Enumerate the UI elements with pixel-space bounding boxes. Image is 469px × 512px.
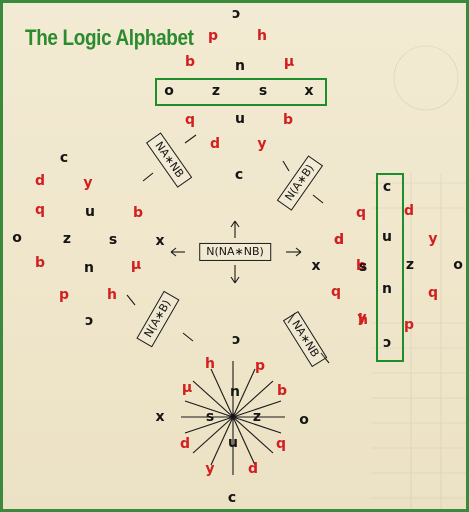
glyph-c: c (234, 167, 244, 183)
glyph-s: s (108, 232, 118, 248)
glyph-p: p (207, 28, 219, 44)
glyph-d: d (209, 136, 221, 152)
glyph-h: h (257, 28, 267, 44)
glyph-c: c (382, 179, 392, 195)
glyph-x: x (304, 83, 314, 99)
glyph-h: h (107, 287, 117, 303)
glyph-o: o (12, 230, 22, 246)
glyph-s: s (258, 83, 268, 99)
glyph-z: z (405, 257, 415, 273)
glyph-z: z (252, 409, 262, 425)
glyph-c: c (382, 335, 392, 351)
glyph-u: u (85, 204, 95, 220)
glyph-y: y (257, 136, 267, 152)
glyph-o: o (453, 257, 463, 273)
glyph-q: q (275, 436, 287, 452)
glyph-u: u (382, 229, 392, 245)
formula-box-center: N(NA∗NB) (199, 242, 271, 262)
glyph-q: q (330, 284, 342, 300)
glyph-c: c (227, 490, 237, 506)
glyph-mu: μ (283, 54, 295, 70)
glyph-q: q (427, 285, 439, 301)
glyph-h: h (358, 312, 368, 328)
glyph-b: b (132, 205, 144, 221)
glyph-s: s (205, 409, 215, 425)
glyph-q: q (184, 112, 196, 128)
glyph-c: c (84, 313, 94, 329)
glyph-h: h (205, 356, 215, 372)
glyph-d: d (247, 461, 259, 477)
glyph-n: n (382, 281, 392, 297)
glyph-s: s (358, 259, 368, 275)
glyph-p: p (58, 287, 70, 303)
page-title: The Logic Alphabet (25, 25, 194, 50)
glyph-x: x (155, 409, 165, 425)
glyph-d: d (403, 203, 415, 219)
glyph-z: z (211, 83, 221, 99)
glyph-q: q (355, 205, 367, 221)
glyph-b: b (355, 258, 367, 274)
glyph-y: y (428, 231, 438, 247)
glyph-d: d (333, 232, 345, 248)
glyph-c: c (231, 332, 241, 348)
glyph-y: y (205, 461, 215, 477)
glyph-q: q (34, 202, 46, 218)
horizontal-row-box (155, 78, 327, 106)
glyph-dot: • (229, 411, 237, 422)
glyph-b: b (276, 383, 288, 399)
glyph-b: b (184, 54, 196, 70)
glyph-x: x (311, 258, 321, 274)
glyph-p: p (254, 358, 266, 374)
glyph-n: n (235, 58, 245, 74)
glyph-d: d (333, 232, 345, 248)
glyph-u: u (235, 111, 245, 127)
vertical-column-box (376, 173, 404, 362)
glyph-y: y (357, 310, 367, 326)
glyph-d: d (34, 173, 46, 189)
glyph-c: c (231, 6, 241, 22)
glyph-mu: μ (130, 257, 142, 273)
glyph-mu: μ (181, 380, 193, 396)
glyph-n: n (84, 260, 94, 276)
glyph-b: b (282, 112, 294, 128)
glyph-x: x (155, 233, 165, 249)
glyph-p: p (403, 317, 415, 333)
glyph-y: y (83, 175, 93, 191)
background-notebook-lines (371, 45, 466, 509)
glyph-c: c (59, 150, 69, 166)
glyph-o: o (299, 412, 309, 428)
glyph-d: d (179, 436, 191, 452)
glyph-u: u (228, 435, 238, 451)
glyph-b: b (34, 255, 46, 271)
arrow-lines (126, 134, 330, 475)
glyph-z: z (62, 231, 72, 247)
glyph-n: n (230, 384, 240, 400)
glyph-o: o (164, 83, 174, 99)
